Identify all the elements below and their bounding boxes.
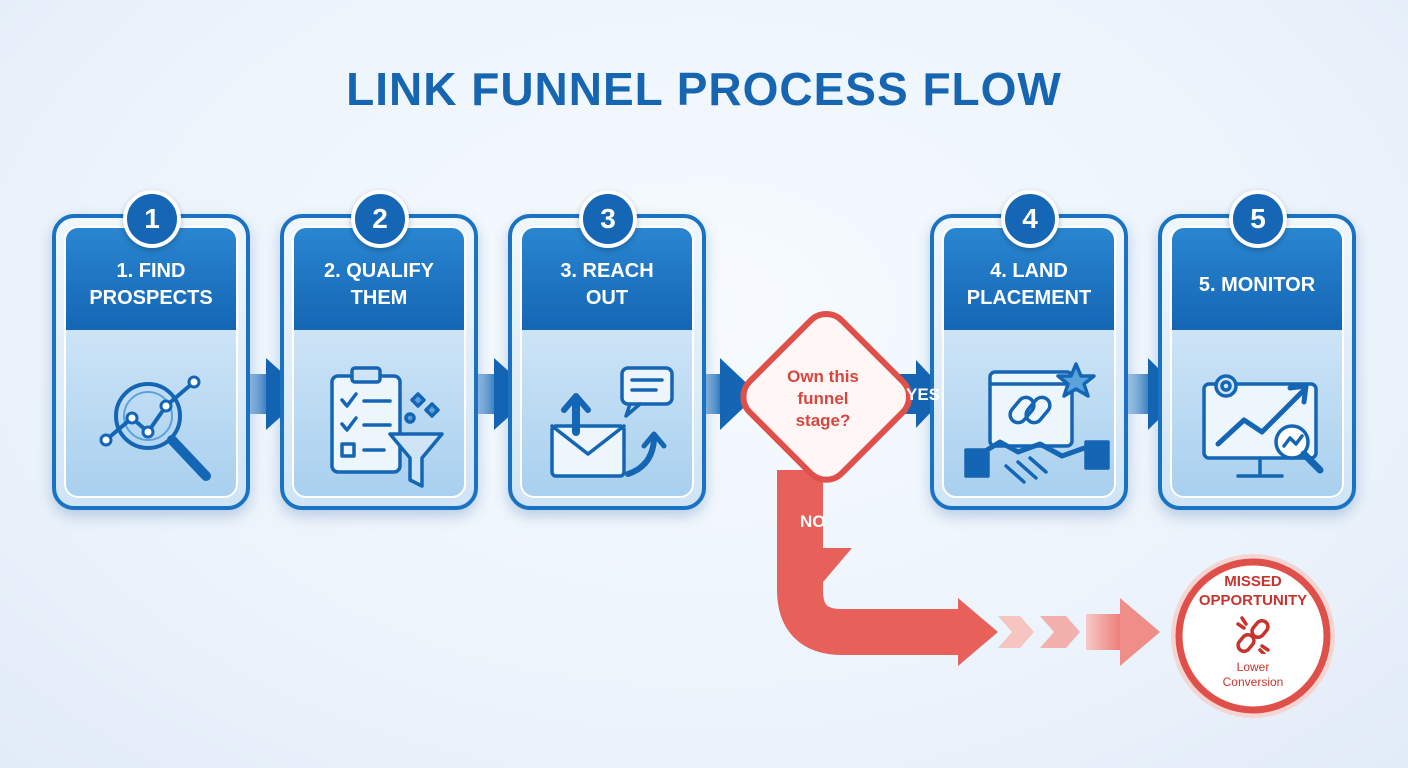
step-card-5[interactable]: 5. MONITOR (1158, 214, 1356, 510)
checklist-funnel-icon (330, 366, 444, 488)
missed-subtitle: Lower Conversion (1222, 660, 1284, 689)
step-3-badge: 3 (579, 190, 637, 248)
missed-title: MISSED OPPORTUNITY (1198, 573, 1308, 609)
step-4-badge: 4 (1001, 190, 1059, 248)
page-title: LINK FUNNEL PROCESS FLOW (346, 63, 1062, 115)
broken-link-icon (1236, 616, 1270, 654)
no-label: NO (800, 512, 826, 531)
missed-opportunity: MISSED OPPORTUNITY Lower Conversion (1170, 556, 1336, 716)
envelope-chat-icon (550, 366, 674, 478)
decision-diamond (740, 311, 913, 483)
monitor-growth-icon (1202, 374, 1324, 478)
decision-question: Own this funnel stage? (787, 367, 859, 430)
link-handshake-icon (964, 362, 1110, 484)
magnifier-chart-icon (99, 375, 211, 481)
step-5-badge: 5 (1229, 190, 1287, 248)
step-1-badge: 1 (123, 190, 181, 248)
no-path-arrow (777, 470, 1160, 666)
step-2-badge: 2 (351, 190, 409, 248)
yes-label: YES (906, 385, 941, 404)
